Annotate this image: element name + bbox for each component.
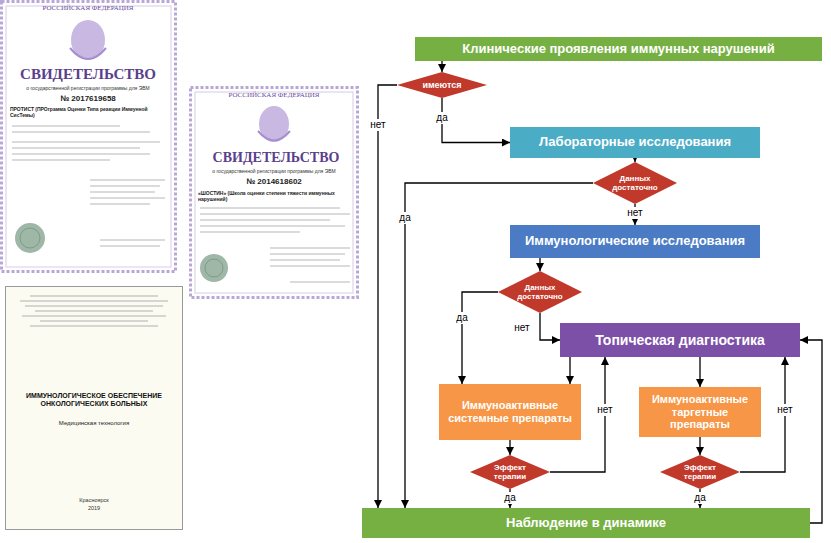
- flow-arrow: [699, 437, 700, 455]
- node-text: Лабораторные исследования: [539, 135, 731, 150]
- decision-diamond: имеются: [397, 72, 487, 98]
- flow-arrow: [378, 85, 397, 508]
- brochure-illustration: [6, 287, 183, 530]
- document-text: № 2017619658: [10, 94, 166, 103]
- certificate-illustration: [191, 88, 358, 298]
- flow-arrow: [634, 158, 635, 162]
- process-box: Иммуноактивные системные препараты: [439, 384, 581, 440]
- edge-label: да: [454, 312, 469, 324]
- document-text: СВИДЕТЕЛЬСТВО: [194, 150, 358, 166]
- document-text: ПРОТИСТ (ПРОграмма Оценки Типа реакции И…: [10, 107, 168, 119]
- node-text: Данных достаточно: [609, 174, 661, 192]
- flow-arrow: [442, 98, 510, 143]
- header-band: Наблюдение в динамике: [362, 508, 810, 538]
- edge-label: нет: [368, 119, 387, 131]
- document-text: РОССИЙСКАЯ ФЕДЕРАЦИЯ: [200, 91, 348, 99]
- document-text: 2019: [15, 505, 173, 511]
- node-text: Данных достаточно: [514, 283, 566, 301]
- flow-arrow: [462, 292, 498, 384]
- flow-arrow: [540, 313, 560, 340]
- node-text: Иммуноактивные таргетные препараты: [645, 393, 755, 431]
- node-text: Клинические проявления иммунных нарушени…: [462, 42, 774, 57]
- document-text: РОССИЙСКАЯ ФЕДЕРАЦИЯ: [10, 4, 166, 12]
- document-text: «ШОСТИН» (Школа оценки степени тяжести и…: [198, 191, 352, 203]
- process-box: Лабораторные исследования: [510, 127, 760, 158]
- header-band: Клинические проявления иммунных нарушени…: [415, 37, 822, 61]
- node-text: Эффект терапии: [675, 463, 725, 481]
- node-text: Эффект терапии: [485, 463, 535, 481]
- node-text: Иммуноактивные системные препараты: [445, 399, 575, 424]
- document-text: о государственной регистрации программы …: [200, 169, 348, 175]
- edge-label: нет: [775, 404, 794, 416]
- process-box: Иммуноактивные таргетные препараты: [639, 387, 761, 437]
- decision-diamond: Эффект терапии: [660, 455, 740, 489]
- edge-label: да: [692, 492, 707, 504]
- certificate-illustration: [2, 2, 176, 272]
- decision-diamond: Данных достаточно: [498, 271, 582, 313]
- edge-label: нет: [595, 404, 614, 416]
- edge-label: да: [397, 212, 412, 224]
- flow-arrow: [800, 340, 822, 523]
- document-text: № 2014618602: [200, 177, 348, 186]
- node-text: Наблюдение в динамике: [506, 516, 666, 531]
- edge-label: да: [502, 492, 517, 504]
- edge-label: да: [434, 112, 449, 124]
- document-text: СВИДЕТЕЛЬСТВО: [4, 66, 172, 83]
- flow-arrow: [441, 61, 442, 72]
- process-box: Топическая диагностика: [560, 323, 800, 357]
- decision-diamond: Эффект терапии: [470, 455, 550, 489]
- decision-diamond: Данных достаточно: [593, 162, 677, 204]
- flow-arrow: [569, 357, 570, 384]
- node-text: Топическая диагностика: [595, 332, 765, 348]
- edge-label: нет: [512, 322, 531, 334]
- node-text: Иммунологические исследования: [525, 234, 745, 249]
- flow-arrow: [699, 357, 700, 387]
- document-text: Красноярск: [15, 497, 173, 503]
- process-box: Иммунологические исследования: [510, 225, 760, 258]
- document-text: о государственной регистрации программы …: [10, 86, 166, 92]
- document-text: Медицинская технология: [15, 420, 173, 427]
- flow-arrow: [509, 440, 510, 455]
- document-text: ИММУНОЛОГИЧЕСКОЕ ОБЕСПЕЧЕНИЕ ОНКОЛОГИЧЕС…: [15, 392, 173, 408]
- edge-label: нет: [625, 207, 644, 219]
- flow-arrow: [539, 258, 540, 271]
- node-text: имеются: [422, 80, 461, 90]
